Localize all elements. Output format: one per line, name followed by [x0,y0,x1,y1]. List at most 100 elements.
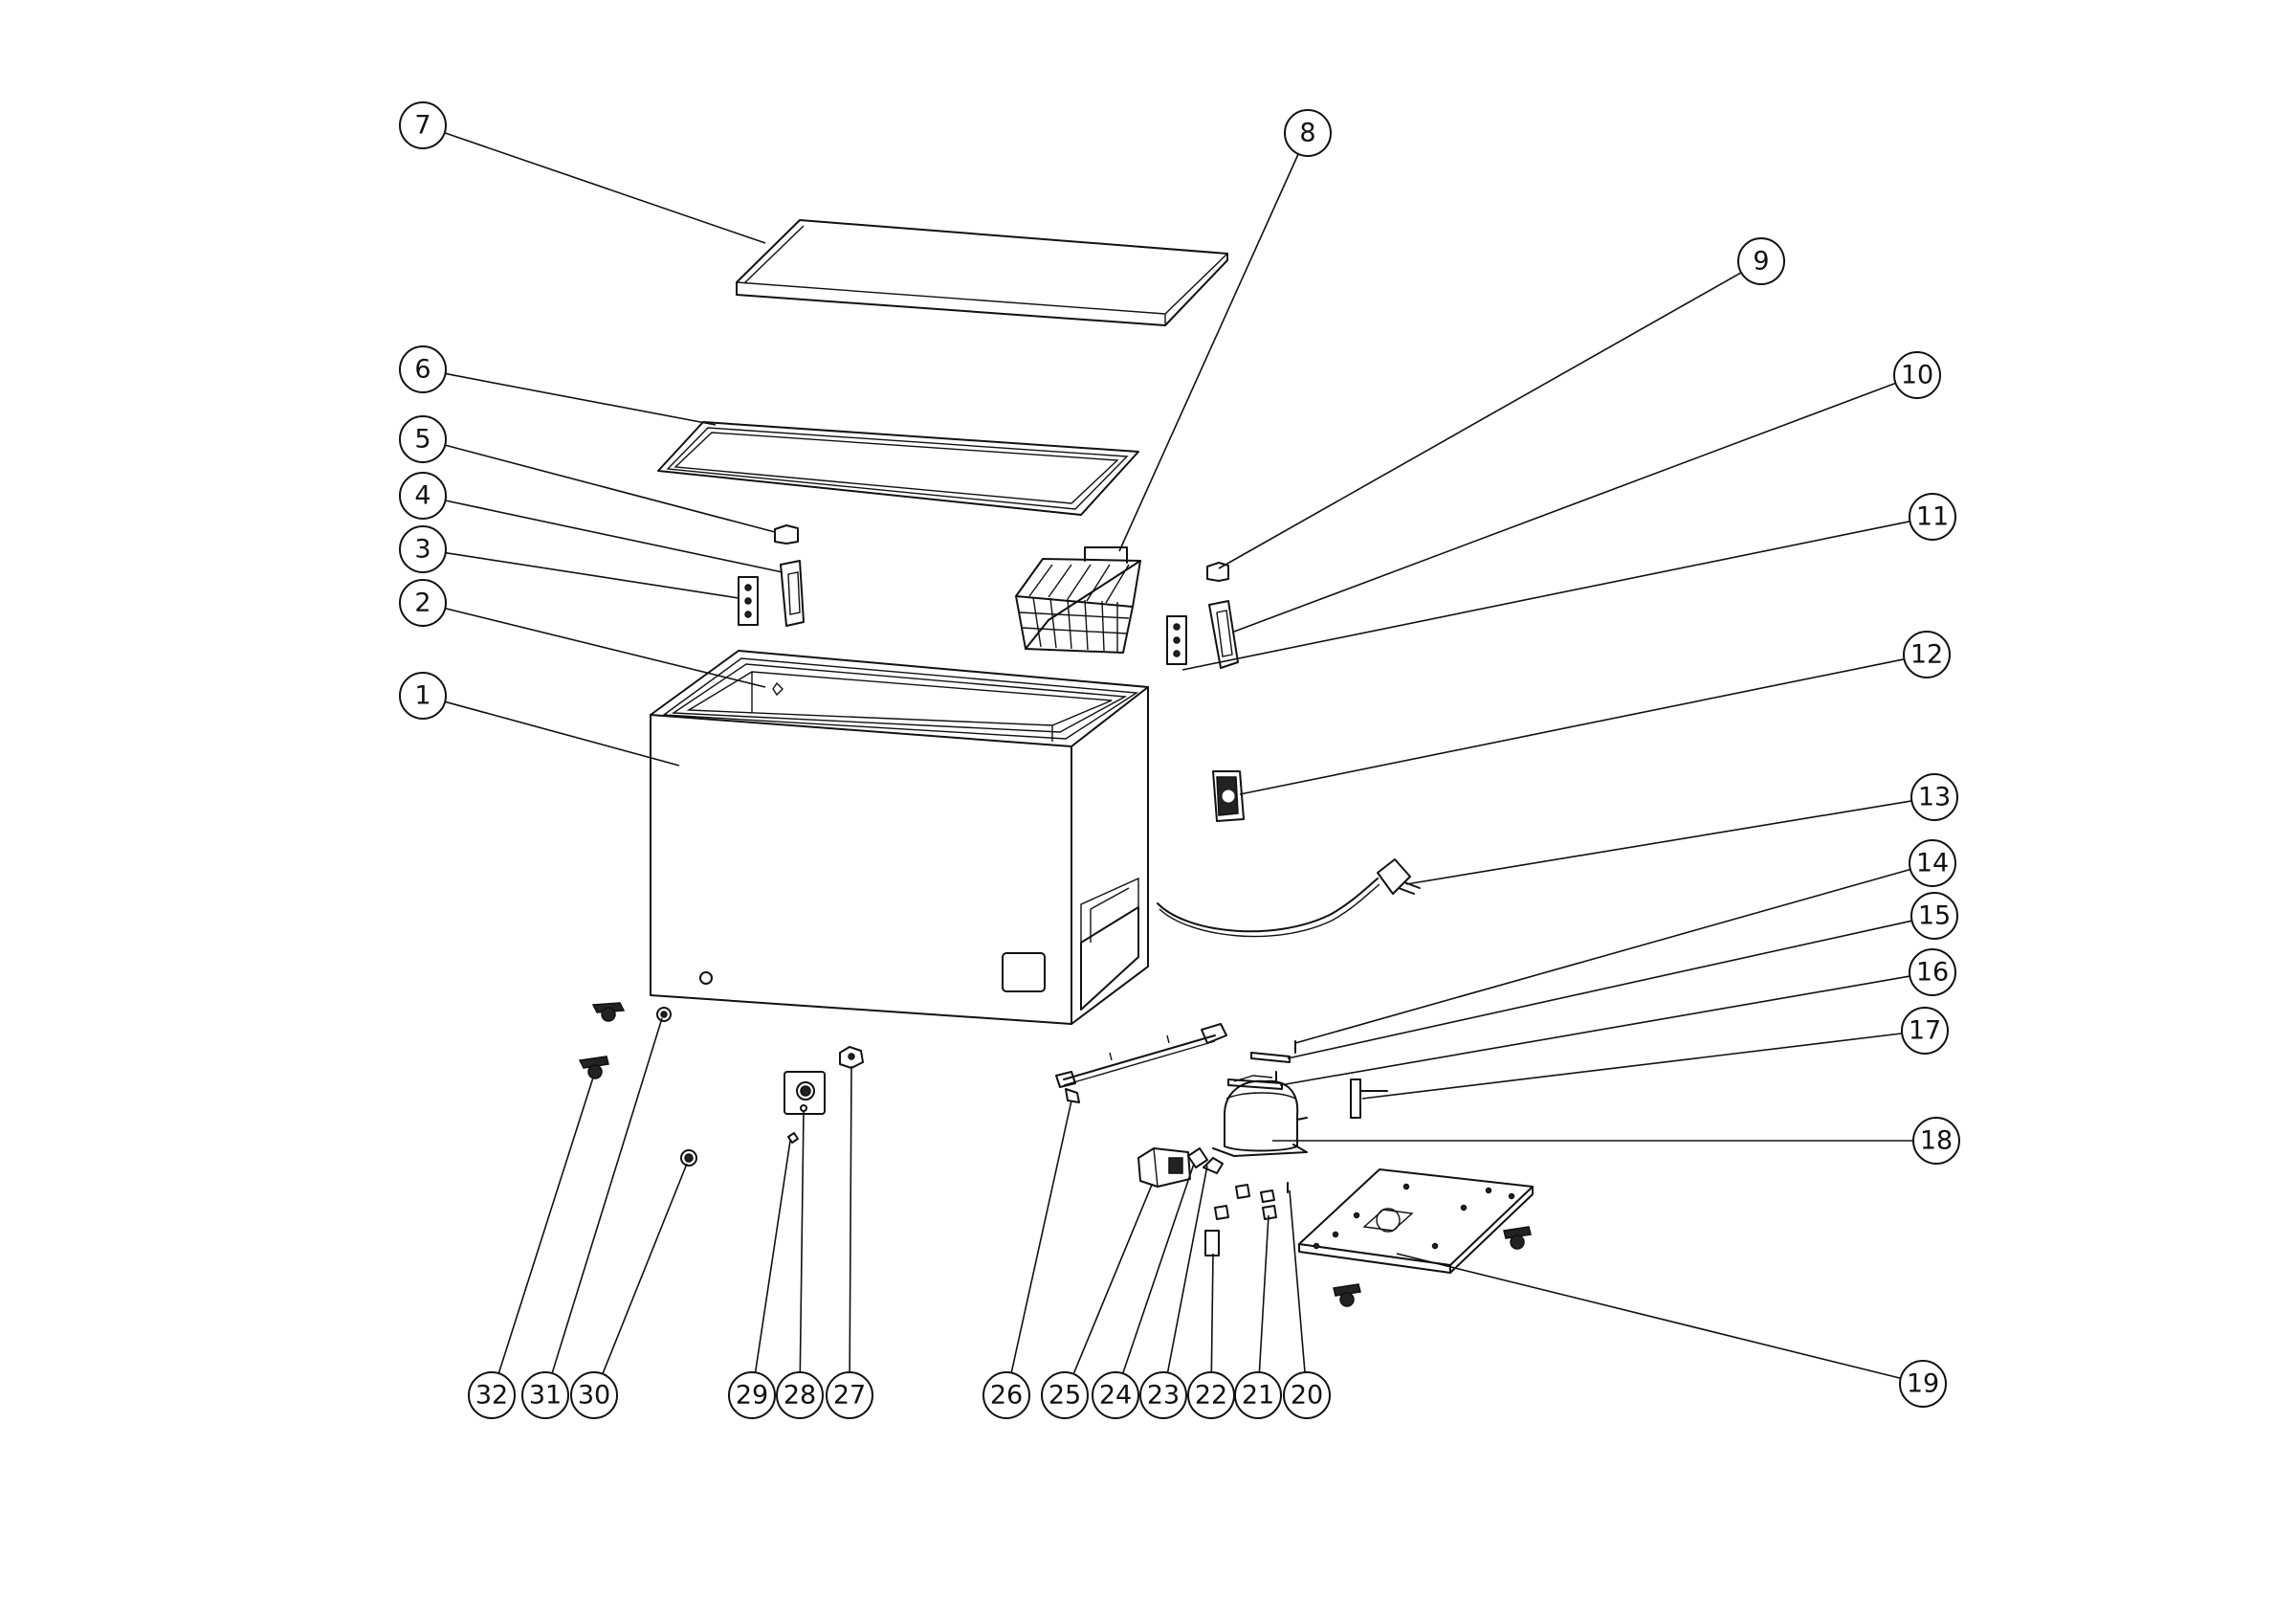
leader-line-16 [1279,975,1910,1086]
callout-circle [399,345,447,393]
callout-number: 17 [1909,1016,1941,1046]
callout-circle [1899,1360,1947,1408]
compressor-drawing [1212,1075,1308,1157]
leader-line-17 [1361,1033,1903,1100]
callout-number: 2 [414,589,430,618]
callout-circle [1284,109,1332,157]
leader-line-1 [444,700,680,767]
callout-20: 20 [1283,1371,1331,1419]
leader-line-29 [754,1140,791,1373]
callout-number: 7 [414,111,430,141]
callout-23: 23 [1139,1371,1187,1419]
callout-19: 19 [1899,1360,1947,1408]
callout-circle [1041,1371,1089,1419]
leader-line-14 [1294,868,1911,1044]
callout-15: 15 [1910,892,1958,940]
callout-number: 23 [1147,1381,1180,1411]
callout-13: 13 [1910,773,1958,821]
callout-number: 21 [1242,1381,1274,1411]
callout-number: 30 [578,1381,610,1411]
leader-line-13 [1405,800,1912,885]
callout-circle [728,1371,776,1419]
callout-circle [1187,1371,1235,1419]
callout-11: 11 [1909,493,1956,541]
callout-circle [1909,493,1956,541]
lid-drawing [736,219,1228,326]
callout-number: 1 [414,681,430,711]
callout-10: 10 [1893,351,1941,399]
callout-circle [1737,237,1785,285]
callout-circle [1139,1371,1187,1419]
leader-line-12 [1239,657,1905,795]
callout-2: 2 [399,579,447,627]
callout-4: 4 [399,472,447,520]
feet-and-casters-drawing [578,1002,1532,1307]
leader-line-23 [1166,1165,1208,1373]
callout-31: 31 [521,1371,569,1419]
callout-number: 22 [1195,1381,1227,1411]
callout-number: 15 [1918,901,1951,931]
callout-number: 24 [1099,1381,1132,1411]
callout-5: 5 [399,415,447,463]
callout-3: 3 [399,525,447,573]
callout-28: 28 [776,1371,824,1419]
base-plate-drawing [1298,1168,1534,1274]
callout-circle [1910,773,1958,821]
leader-line-5 [445,444,776,533]
door-gasket-drawing [657,421,1139,516]
callout-29: 29 [728,1371,776,1419]
callout-number: 11 [1916,502,1949,532]
callout-number: 31 [529,1381,562,1411]
callout-7: 7 [399,101,447,149]
callout-number: 25 [1049,1381,1081,1411]
callout-number: 3 [414,535,430,565]
callout-number: 19 [1907,1369,1939,1399]
leader-line-3 [445,551,740,599]
callout-27: 27 [826,1371,873,1419]
leader-line-30 [602,1163,688,1375]
callout-circle [468,1371,516,1419]
callout-circle [1283,1371,1331,1419]
callout-circle [1909,948,1956,996]
callout-circle [982,1371,1030,1419]
callout-circle [826,1371,873,1419]
callout-circle [1893,351,1941,399]
leader-line-6 [445,372,717,426]
callout-circle [399,101,447,149]
callout-number: 6 [414,355,430,385]
callout-18: 18 [1912,1117,1960,1165]
callout-17: 17 [1901,1007,1949,1055]
callout-number: 29 [736,1381,768,1411]
callout-16: 16 [1909,948,1956,996]
callout-8: 8 [1284,109,1332,157]
leader-line-28 [799,1109,805,1373]
hinge-cap-right-drawing [1206,562,1229,582]
callout-circle [399,525,447,573]
callout-22: 22 [1187,1371,1235,1419]
leader-line-21 [1258,1214,1269,1373]
callout-number: 14 [1916,849,1949,878]
callout-number: 32 [475,1381,508,1411]
leader-line-27 [849,1065,852,1373]
leader-line-25 [1072,1184,1153,1375]
callout-number: 8 [1299,119,1315,148]
leader-line-9 [1218,272,1742,569]
power-cord-drawing [1157,858,1421,938]
leader-lines [444,132,1913,1380]
filter-drier-drawing [1350,1078,1388,1119]
callout-circle [399,672,447,720]
callout-circle [776,1371,824,1419]
callout-12: 12 [1903,631,1951,678]
cabinet-drawing [650,650,1149,1025]
pipe-assembly-drawing [1055,1023,1227,1103]
callout-number: 9 [1753,247,1769,277]
callout-circle [570,1371,618,1419]
leader-line-7 [444,132,766,244]
leader-line-26 [1010,1100,1072,1373]
hinge-cover-right-drawing [1208,600,1239,669]
leader-line-32 [497,1077,594,1374]
callout-circle [1901,1007,1949,1055]
leader-line-4 [445,500,784,573]
callout-circle [1909,839,1956,887]
